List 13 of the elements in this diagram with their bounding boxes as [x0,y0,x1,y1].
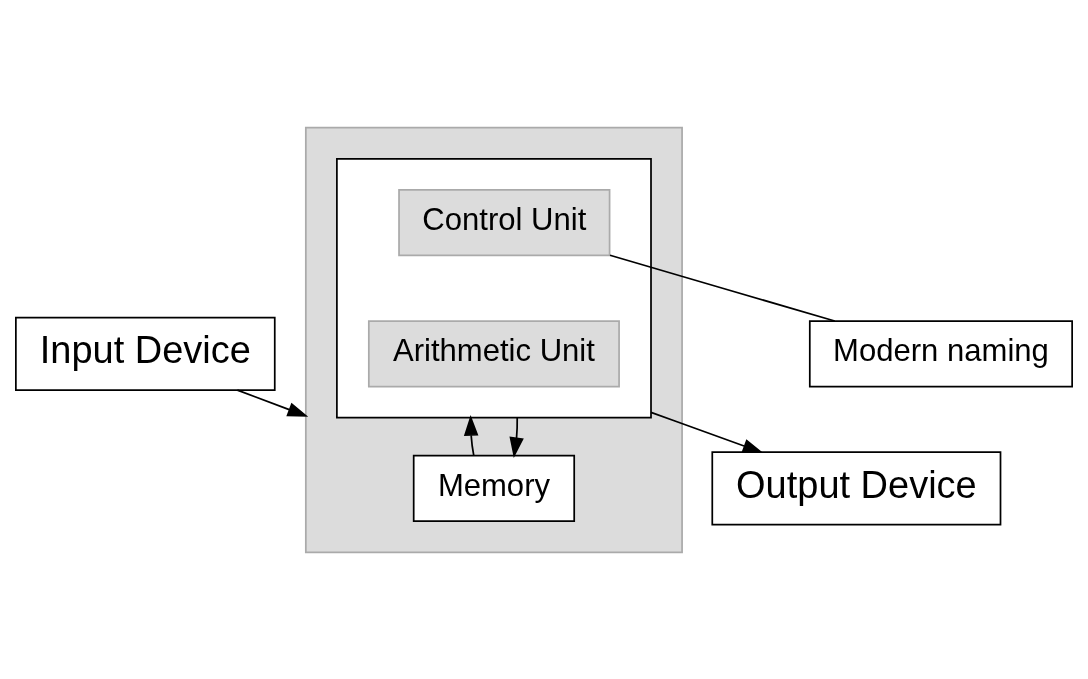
arrow [236,388,309,417]
arrow [509,416,524,458]
cluster [304,126,683,553]
arrow [650,411,764,453]
node-box: Modern naming [808,319,1073,387]
node-box: Input Device [15,316,276,391]
node-box: Output Device [711,450,1002,526]
arrow [463,414,479,456]
connector [609,253,836,322]
cluster [336,157,652,419]
node-box: Control Unit [398,188,611,256]
node-box: Arithmetic Unit [367,319,620,387]
node-box: Memory [412,454,576,522]
